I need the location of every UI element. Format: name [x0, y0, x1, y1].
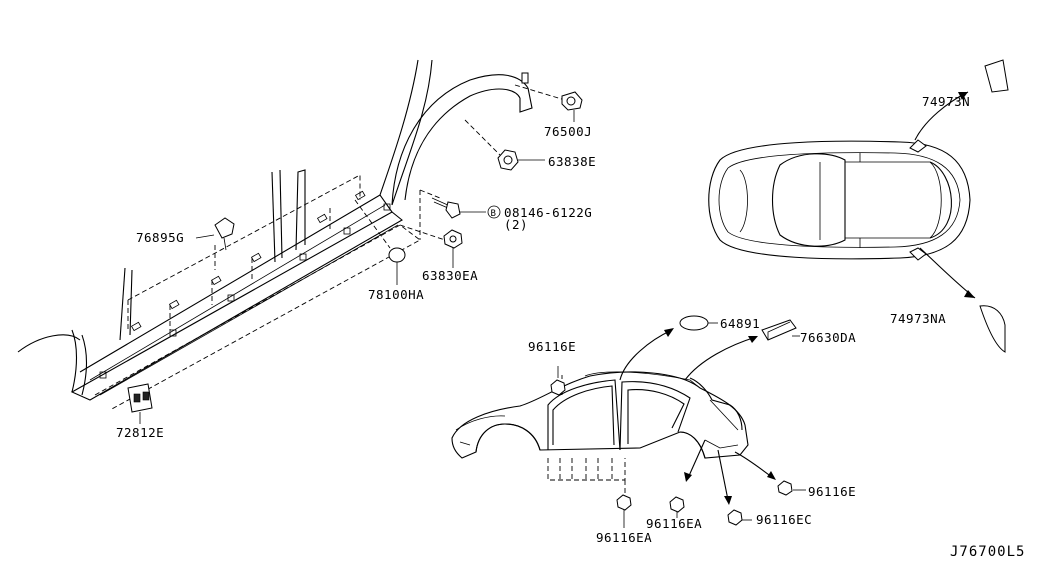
car-top-view [708, 59, 1009, 353]
bolt-08146-part [431, 197, 486, 219]
label-76630DA: 76630DA [800, 330, 856, 345]
clip-76895G-part [195, 217, 235, 251]
label-08146-mark: B [491, 209, 496, 219]
body-shell [451, 328, 776, 505]
label-96116EC: 96116EC [756, 512, 812, 527]
bracket-72812E-part [127, 383, 153, 424]
side-sill-assembly [17, 59, 566, 411]
label-76500J: 76500J [544, 124, 592, 139]
label-72812E: 72812E [116, 425, 164, 440]
label-08146-qty: (2) [504, 217, 528, 232]
label-96116EA-bottom: 96116EA [596, 530, 652, 545]
label-63830EA: 63830EA [422, 268, 478, 283]
nut-63830EA-part [443, 229, 463, 268]
label-08146-6122G: 08146-6122G [504, 205, 592, 220]
label-64891: 64891 [720, 316, 760, 331]
label-78100HA: 78100HA [368, 287, 424, 302]
label-96116E-top: 96116E [528, 339, 576, 354]
label-74973NA: 74973NA [890, 311, 946, 326]
clip-78100HA-part [388, 247, 406, 285]
nut-63838E-part [497, 149, 545, 171]
sill-clip-slots [99, 190, 391, 379]
small-parts-bottom [550, 315, 806, 528]
drawing-code: J76700L5 [950, 544, 1025, 560]
label-96116EA-mid: 96116EA [646, 516, 702, 531]
label-96116E-right: 96116E [808, 484, 856, 499]
label-74973N: 74973N [922, 94, 970, 109]
clip-76500J-part [561, 91, 583, 122]
label-63838E: 63838E [548, 154, 596, 169]
label-76895G: 76895G [136, 230, 184, 245]
bolt-mark-circle [487, 205, 501, 219]
